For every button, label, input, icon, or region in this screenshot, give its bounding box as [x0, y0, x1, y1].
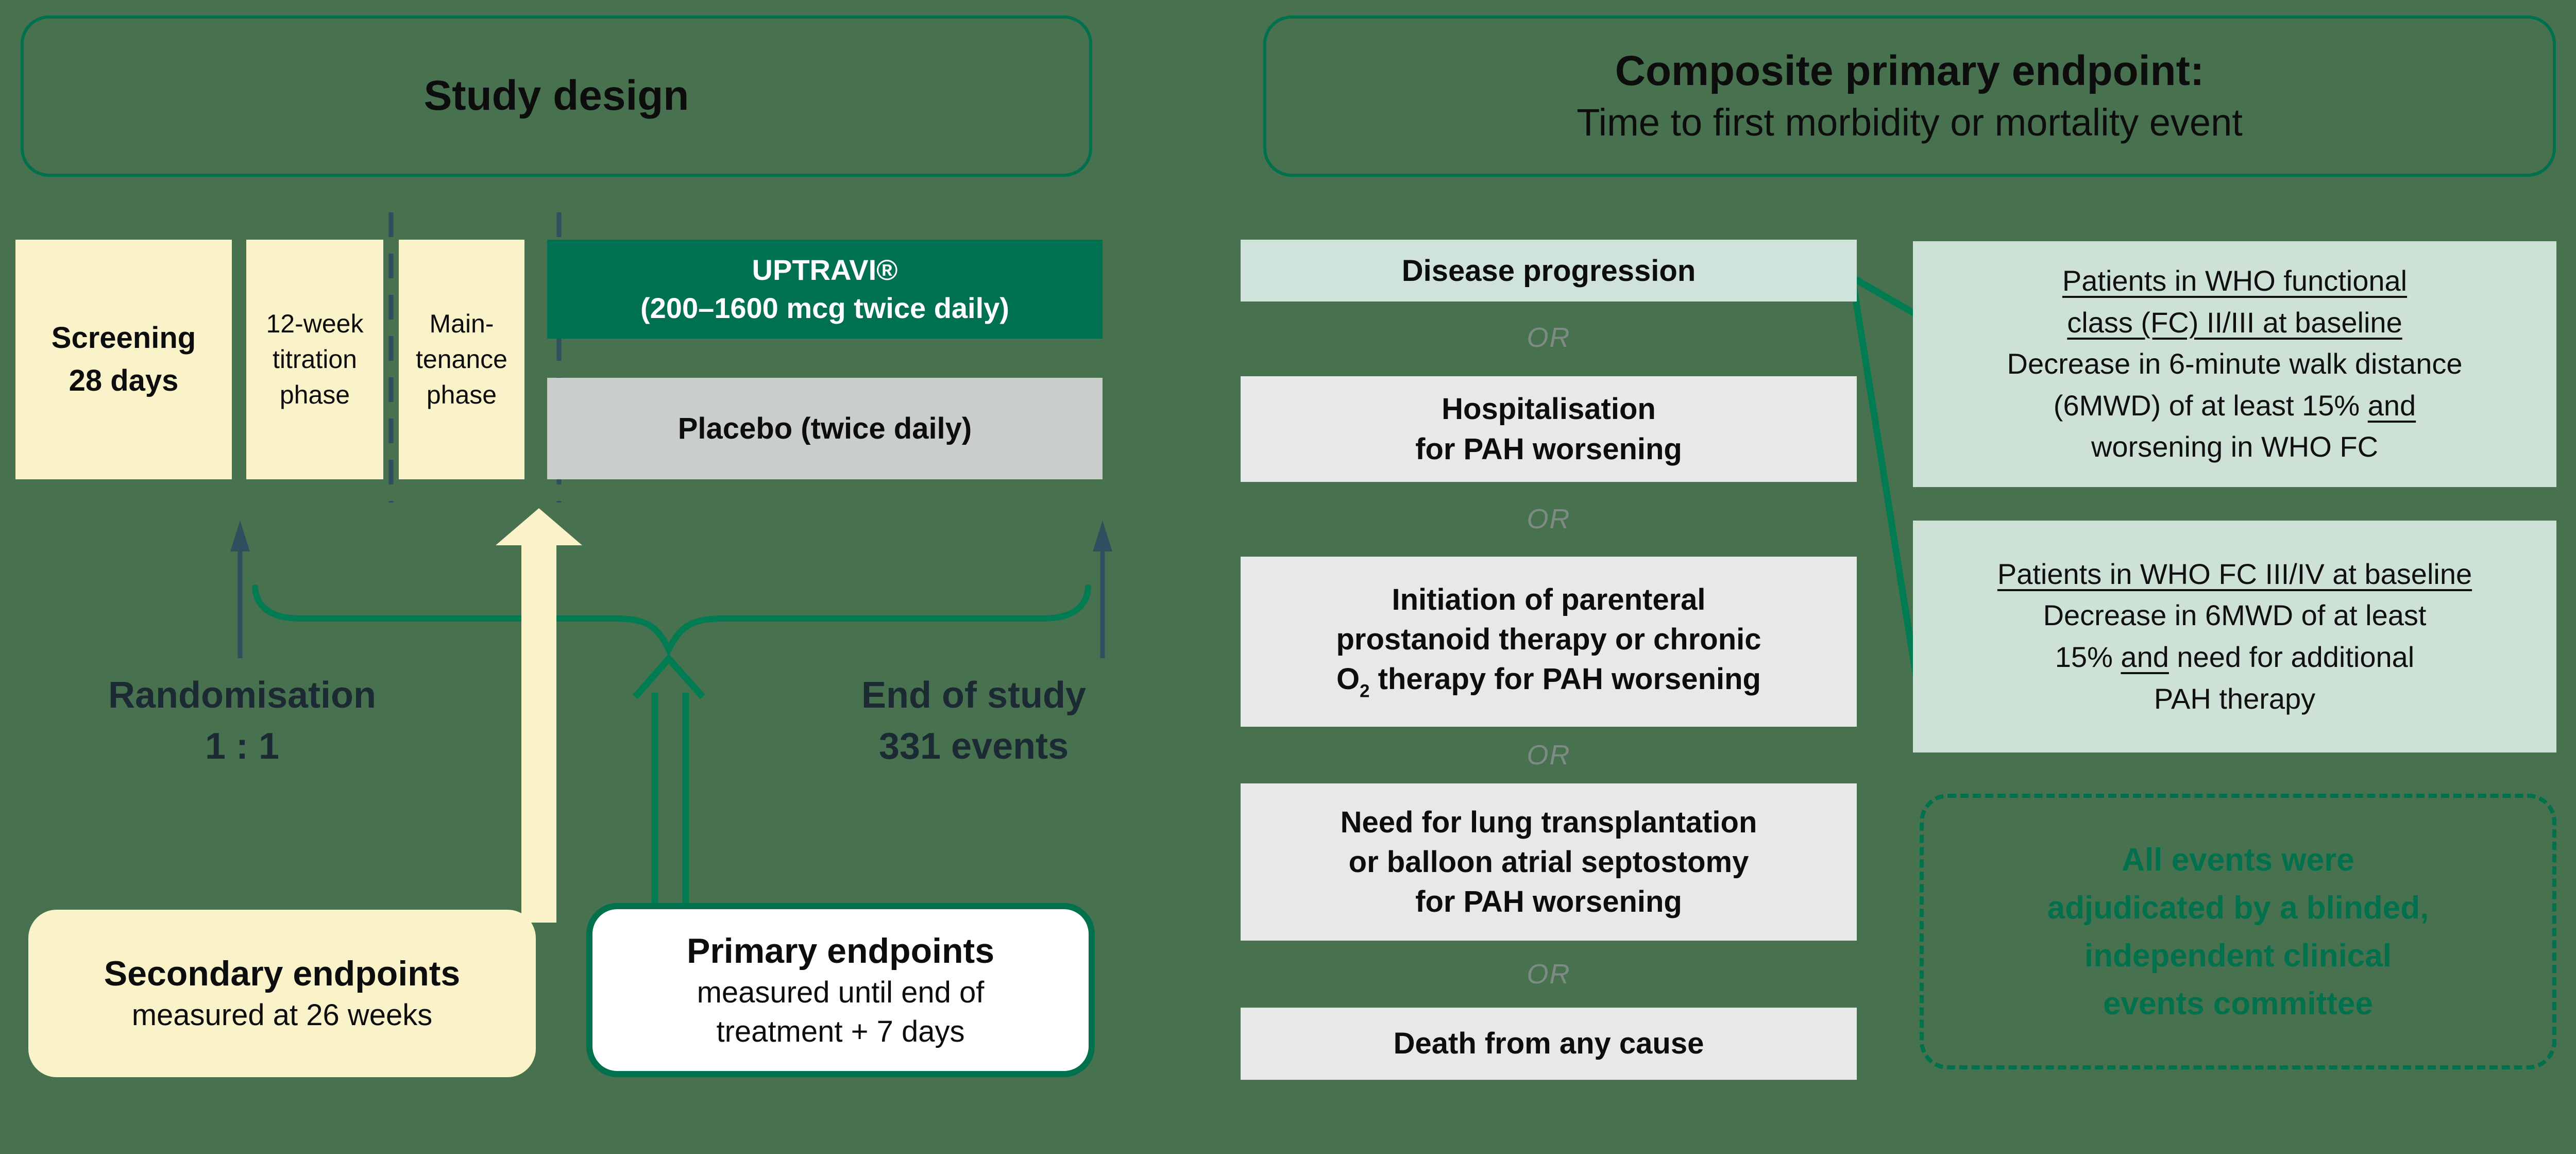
- secondary-endpoints-box: Secondary endpoints measured at 26 weeks: [28, 910, 536, 1077]
- death-any-cause-box: Death from any cause: [1241, 1008, 1857, 1080]
- disease-progression-box: Disease progression: [1241, 240, 1857, 302]
- who-fc34-criteria-panel: Patients in WHO FC III/IV at baseline De…: [1913, 521, 2556, 752]
- uptravi-arm-label: UPTRAVI®(200–1600 mcg twice daily): [640, 254, 1009, 324]
- or-separator-1: OR: [1527, 322, 1571, 353]
- randomisation-arrowhead-icon: [230, 521, 250, 551]
- composite-endpoint-title-sub: Time to first morbidity or mortality eve…: [1577, 101, 2243, 144]
- connector-disease-to-fc23-line: [1852, 275, 1923, 320]
- composite-endpoint-title-bold: Composite primary endpoint:: [1615, 47, 2205, 95]
- disease-progression-label: Disease progression: [1401, 254, 1696, 288]
- uptravi-arm-bar: UPTRAVI®(200–1600 mcg twice daily): [547, 240, 1103, 339]
- secondary-endpoints-body: measured at 26 weeks: [131, 998, 433, 1032]
- connector-disease-to-fc34-line: [1850, 286, 1921, 687]
- primary-endpoints-title: Primary endpoints: [686, 931, 995, 971]
- secondary-endpoints-arrow: [496, 508, 582, 923]
- arms-merge-brace: [252, 584, 1091, 657]
- end-of-study-arrowhead-icon: [1093, 521, 1112, 551]
- prostanoid-therapy-box: Initiation of parenteral prostanoid ther…: [1241, 557, 1857, 727]
- study-design-title-box: Study design: [21, 15, 1092, 177]
- secondary-endpoints-title: Secondary endpoints: [104, 954, 461, 994]
- or-separator-3: OR: [1527, 740, 1571, 771]
- who-fc23-criteria-panel: Patients in WHO functional class (FC) II…: [1913, 241, 2556, 487]
- death-any-cause-label: Death from any cause: [1393, 1027, 1704, 1061]
- placebo-arm-label: Placebo (twice daily): [677, 412, 972, 445]
- prostanoid-therapy-label: Initiation of parenteral prostanoid ther…: [1336, 582, 1761, 701]
- or-separator-2: OR: [1527, 504, 1571, 534]
- placebo-arm-bar: Placebo (twice daily): [547, 378, 1103, 479]
- o2-subscript: 2: [1360, 681, 1370, 701]
- composite-endpoint-title-box: Composite primary endpoint: Time to firs…: [1263, 15, 2556, 177]
- primary-endpoints-arrowhead-icon: [633, 654, 705, 699]
- study-design-title: Study design: [423, 72, 689, 120]
- or-separator-4: OR: [1527, 959, 1571, 990]
